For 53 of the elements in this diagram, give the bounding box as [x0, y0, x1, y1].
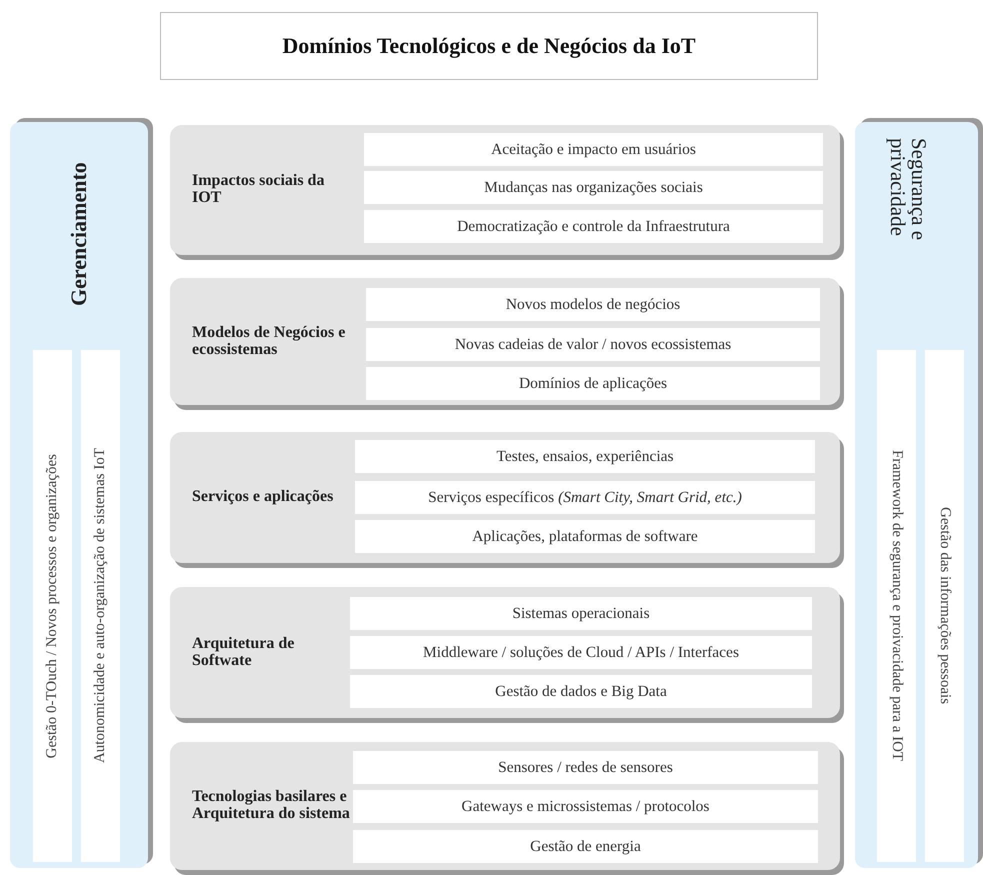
item-box [364, 133, 823, 166]
layer-heading: Serviços e aplicações [192, 489, 334, 506]
layer-box [170, 742, 840, 870]
item-box [350, 597, 812, 630]
item-text: Mudanças nas organizações sociais [484, 178, 703, 196]
item-text: Aceitação e impacto em usuários [491, 140, 696, 158]
strip-text: Framework de segurança e proivacidade para a IOT [888, 450, 905, 762]
item-box [366, 328, 820, 361]
side-strip [33, 350, 72, 862]
item-text: Serviços específicos (Smart City, Smart Grid, etc.) [428, 488, 742, 506]
layer-heading: Arquitetura de Softwate [192, 636, 296, 670]
side-strip [81, 350, 120, 862]
layer-box [170, 587, 840, 718]
item-box [364, 210, 823, 243]
side-panel [10, 122, 148, 868]
item-text: Democratização e controle da Infraestrutura [457, 218, 730, 236]
item-box [355, 481, 815, 514]
item-box [350, 636, 812, 669]
item-box [353, 751, 818, 784]
layer-heading: Tecnologias basilares e Arquitetura do sistema [192, 789, 351, 823]
item-box [355, 520, 815, 553]
item-box [350, 675, 812, 708]
layer-heading: Impactos sociais da IOT [192, 173, 326, 207]
item-text: Sistemas operacionais [512, 604, 650, 622]
panel-heading: Segurança e privacidade [887, 138, 929, 242]
strip-text: Gestão das informações pessoais [936, 507, 953, 705]
item-box [353, 790, 818, 823]
diagram-title: Domínios Tecnológicos e de Negócios da IoT [160, 12, 818, 80]
layer-box [170, 125, 840, 255]
item-text: Gestão de energia [530, 838, 641, 856]
item-box [355, 440, 815, 473]
side-panel [855, 122, 978, 868]
strip-text: Gestão 0-TOuch / Novos processos e organizações [44, 454, 61, 758]
side-strip [877, 350, 916, 862]
item-text: Novas cadeias de valor / novos ecossistemas [454, 336, 732, 354]
item-box [366, 288, 820, 321]
item-text: Sensores / redes de sensores [498, 758, 673, 776]
item-box [364, 171, 823, 204]
item-box [366, 367, 820, 400]
item-text: Middleware / soluções de Cloud / APIs / Interfaces [423, 644, 739, 662]
item-text: Novos modelos de negócios [506, 296, 680, 314]
item-text: Gateways e microssistemas / protocolos [462, 798, 710, 816]
item-text: Aplicações, plataformas de software [472, 528, 698, 546]
item-box [353, 830, 818, 863]
panel-heading: Gerenciamento [68, 161, 90, 306]
side-strip [925, 350, 964, 862]
item-text: Gestão de dados e Big Data [495, 682, 667, 700]
item-text: Domínios de aplicações [518, 374, 668, 392]
layer-box [170, 432, 840, 563]
layer-box [170, 278, 840, 405]
strip-text: Autonomicidade e auto-organização de sistemas IoT [92, 448, 109, 764]
item-text: Testes, ensaios, experiências [496, 448, 674, 466]
layer-heading: Modelos de Negócios e ecossistemas [192, 324, 346, 358]
